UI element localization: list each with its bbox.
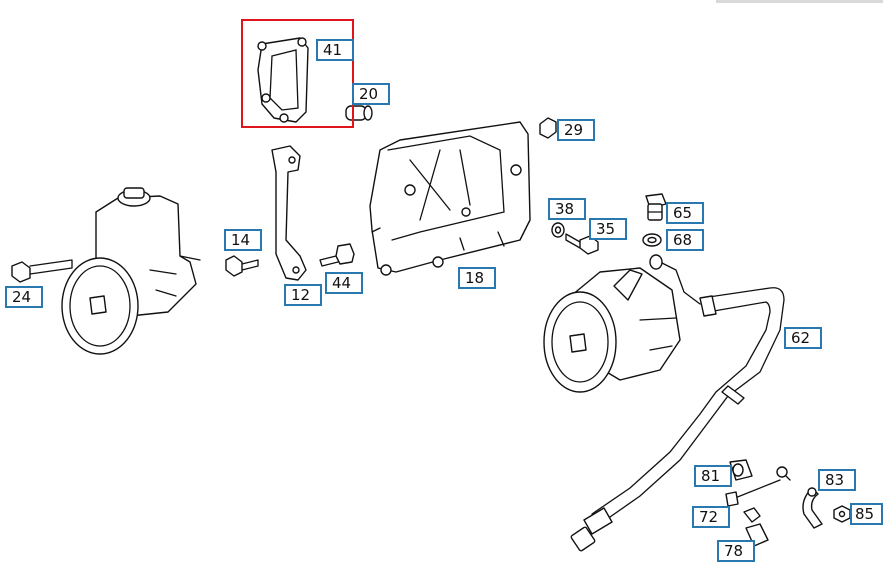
- pump-left-drawing: [61, 187, 201, 355]
- rubber-mount-81-drawing: [729, 459, 753, 481]
- bolt-44-drawing: [319, 243, 355, 267]
- pump-right-drawing: [543, 267, 681, 393]
- washer-68-drawing: [642, 233, 662, 247]
- sleeve-20-drawing: [345, 105, 373, 121]
- callout-41[interactable]: 41: [316, 39, 354, 61]
- clip-72-drawing: [725, 466, 791, 507]
- clamp-83-drawing: [802, 487, 823, 529]
- gasket-41-drawing: [257, 37, 309, 123]
- callout-20[interactable]: 20: [352, 83, 390, 105]
- callout-14[interactable]: 14: [224, 229, 262, 251]
- callout-38[interactable]: 38: [548, 198, 586, 220]
- callout-85[interactable]: 85: [850, 503, 883, 525]
- bolt-14-drawing: [225, 255, 259, 277]
- callout-68[interactable]: 68: [666, 229, 704, 251]
- callout-72[interactable]: 72: [692, 506, 730, 528]
- bolt-24-drawing: [11, 259, 73, 283]
- bracket-18-drawing: [369, 121, 531, 276]
- callout-35[interactable]: 35: [589, 218, 627, 240]
- bolt-78-drawing: [743, 507, 769, 547]
- callout-62[interactable]: 62: [784, 327, 822, 349]
- callout-24[interactable]: 24: [5, 286, 43, 308]
- callout-83[interactable]: 83: [818, 469, 856, 491]
- washer-38-drawing: [551, 222, 565, 238]
- hose-62-drawing: [570, 254, 785, 552]
- callout-12[interactable]: 12: [284, 284, 322, 306]
- nut-29-drawing: [539, 117, 557, 139]
- callout-81[interactable]: 81: [694, 465, 732, 487]
- banjo-bolt-65-drawing: [645, 193, 667, 221]
- callout-78[interactable]: 78: [717, 540, 755, 562]
- callout-44[interactable]: 44: [325, 272, 363, 294]
- callout-29[interactable]: 29: [557, 119, 595, 141]
- selected-part-highlight: [241, 19, 354, 128]
- nut-85-drawing: [833, 505, 851, 523]
- strap-12-drawing: [271, 145, 307, 281]
- top-divider: [716, 0, 883, 3]
- callout-65[interactable]: 65: [666, 202, 704, 224]
- callout-18[interactable]: 18: [458, 267, 496, 289]
